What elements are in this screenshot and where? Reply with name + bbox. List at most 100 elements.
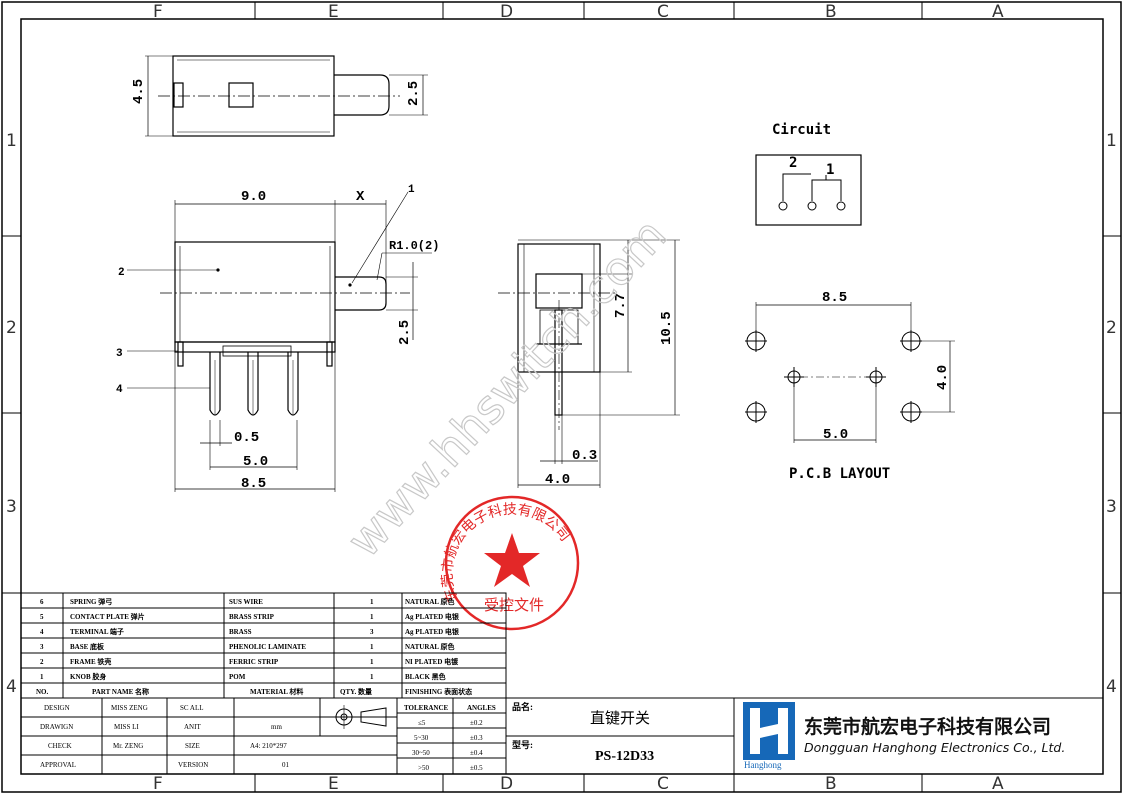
- size-value: A4: 210*297: [250, 742, 287, 750]
- zone-row-1: 1: [6, 131, 17, 151]
- zone-col-a: A: [992, 2, 1004, 22]
- svg-text:CONTACT PLATE 弹片: CONTACT PLATE 弹片: [70, 612, 145, 621]
- zone-row-3-right: 3: [1106, 497, 1117, 517]
- zone-col-f-bottom: F: [153, 774, 163, 794]
- drawing-by: MISS LI: [114, 723, 139, 731]
- svg-text:±0.4: ±0.4: [470, 749, 483, 757]
- svg-text:QTY. 数量: QTY. 数量: [340, 687, 372, 696]
- zone-labels: F E D C B A F E D C B A 1 2 3 4 1 2 3 4: [6, 2, 1117, 794]
- svg-text:±0.3: ±0.3: [470, 734, 483, 742]
- svg-text:NO.: NO.: [36, 688, 49, 696]
- callout-dot-1: [348, 283, 352, 287]
- circuit-diagram: [755, 154, 862, 226]
- scale: SC ALL: [180, 704, 204, 712]
- svg-text:NATURAL 原色: NATURAL 原色: [405, 642, 454, 651]
- callout-3: 3: [116, 348, 123, 360]
- svg-text:BASE 底板: BASE 底板: [70, 642, 105, 651]
- logo-text: Hanghong: [744, 760, 782, 770]
- bom-row: 5 CONTACT PLATE 弹片 BRASS STRIP 1 Ag PLATED 电…: [40, 612, 460, 621]
- zone-row-2-right: 2: [1106, 318, 1117, 338]
- name-label: 品名:: [512, 701, 533, 712]
- zone-col-d-bottom: D: [500, 774, 513, 794]
- unit-label: ANIT: [184, 723, 201, 731]
- zone-col-d: D: [500, 2, 513, 22]
- company-name-cn: 东莞市航宏电子科技有限公司: [804, 715, 1051, 738]
- dim-plunger-height: 2.5: [397, 320, 413, 345]
- svg-text:MATERIAL 材料: MATERIAL 材料: [250, 687, 303, 696]
- svg-text:FINISHING 表面状态: FINISHING 表面状态: [405, 687, 472, 696]
- svg-text:5: 5: [40, 613, 44, 621]
- company-name-en: Dongguan Hanghong Electronics Co., Ltd.: [804, 740, 1065, 755]
- title-block-text: DESIGN MISS ZENG SC ALL DRAWIGN MISS LI …: [40, 701, 654, 772]
- drawing-label: DRAWIGN: [40, 723, 73, 731]
- zone-col-e-bottom: E: [328, 774, 339, 794]
- dim-radius: R1.0(2): [389, 239, 439, 253]
- pcb-layout-title: P.C.B LAYOUT: [789, 466, 890, 482]
- svg-text:±0.2: ±0.2: [470, 719, 483, 727]
- part-number: PS-12D33: [595, 749, 654, 764]
- angles-label: ANGLES: [467, 704, 496, 712]
- design-by: MISS ZENG: [111, 704, 148, 712]
- side-view: [498, 239, 680, 488]
- svg-text:NATURAL 原色: NATURAL 原色: [405, 597, 454, 606]
- zone-col-c-bottom: C: [657, 774, 669, 794]
- product-name: 直键开关: [590, 709, 650, 727]
- part-label: 型号:: [512, 739, 533, 750]
- approval-label: APPROVAL: [40, 761, 76, 769]
- zone-col-f: F: [153, 2, 163, 22]
- svg-text:BRASS STRIP: BRASS STRIP: [229, 613, 275, 621]
- svg-text:3: 3: [40, 643, 44, 651]
- dim-pcb-pitch: 5.0: [823, 427, 848, 443]
- svg-text:2: 2: [40, 658, 44, 666]
- zone-row-4-right: 4: [1106, 677, 1117, 697]
- size-label: SIZE: [185, 742, 200, 750]
- top-view: [145, 55, 428, 137]
- svg-text:KNOB 胶身: KNOB 胶身: [70, 672, 106, 681]
- check-by: Mr. ZENG: [113, 742, 143, 750]
- dim-side-height-1: 7.7: [613, 293, 629, 318]
- callout-dot-2: [216, 268, 220, 272]
- zone-col-b: B: [825, 2, 837, 22]
- dim-side-height-2: 10.5: [659, 311, 675, 345]
- svg-text:SUS WIRE: SUS WIRE: [229, 598, 263, 606]
- callout-2: 2: [118, 267, 125, 279]
- dim-side-width: 4.0: [545, 472, 570, 488]
- dim-top-height: 4.5: [131, 79, 147, 104]
- version-value: 01: [282, 761, 290, 769]
- svg-text:1: 1: [370, 613, 374, 621]
- svg-text:BRASS: BRASS: [229, 628, 252, 636]
- bom-table: [20, 592, 507, 699]
- svg-text:Ag PLATED 电银: Ag PLATED 电银: [405, 627, 460, 636]
- svg-text:TERMINAL 端子: TERMINAL 端子: [70, 627, 124, 636]
- pcb-layout: [745, 302, 955, 443]
- dim-pcb-height: 4.0: [935, 365, 951, 390]
- svg-text:30~50: 30~50: [412, 749, 430, 757]
- circuit-pin-1: 1: [826, 162, 834, 178]
- front-view: [127, 191, 432, 492]
- tolerance-label: TOLERANCE: [404, 704, 449, 712]
- svg-text:±0.5: ±0.5: [470, 764, 483, 772]
- company-logo: Hanghong: [743, 702, 795, 770]
- svg-text:BLACK 黑色: BLACK 黑色: [405, 672, 446, 681]
- svg-text:POM: POM: [229, 673, 246, 681]
- zone-row-1-right: 1: [1106, 131, 1117, 151]
- version-label: VERSION: [178, 761, 208, 769]
- zone-col-a-bottom: A: [992, 774, 1004, 794]
- svg-text:FRAME 铁壳: FRAME 铁壳: [70, 657, 111, 666]
- zone-col-e: E: [328, 2, 339, 22]
- zone-col-b-bottom: B: [825, 774, 837, 794]
- svg-text:Ag PLATED 电银: Ag PLATED 电银: [405, 612, 460, 621]
- svg-text:1: 1: [40, 673, 44, 681]
- svg-text:NI PLATED 电镀: NI PLATED 电镀: [405, 657, 459, 666]
- dim-travel: X: [356, 189, 365, 205]
- callout-1: 1: [408, 184, 415, 196]
- circuit-pin-2: 2: [789, 155, 797, 171]
- zone-row-4: 4: [6, 677, 17, 697]
- dim-total-width: 8.5: [241, 476, 266, 492]
- dim-top-plunger: 2.5: [406, 81, 422, 106]
